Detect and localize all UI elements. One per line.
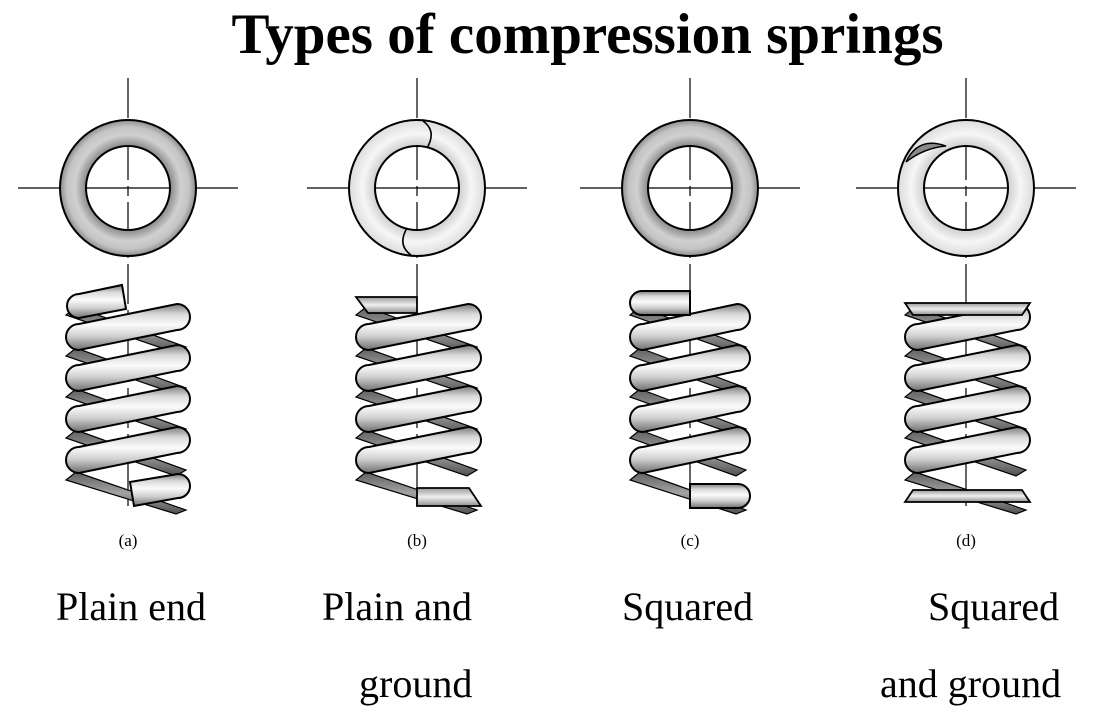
- spring-b-caption-line-1: Plain and: [322, 584, 472, 629]
- spring-d-coil-2: [904, 343, 1031, 393]
- spring-d-caption-line-2: and ground: [880, 661, 1062, 706]
- spring-b-coil-1: [355, 302, 482, 352]
- spring-b-bottom-end: [416, 487, 483, 507]
- spring-a-caption: Plain end: [56, 568, 206, 645]
- spring-d-end-ring: [896, 119, 1036, 257]
- page-title: Types of compression springs: [231, 3, 944, 66]
- spring-d-letter: (d): [956, 531, 976, 550]
- spring-b-ring-seam-bottom: [402, 227, 412, 256]
- spring-b-end-ring: [347, 119, 487, 257]
- spring-b-top-end: [354, 296, 418, 314]
- spring-a-end-ring: [58, 119, 198, 257]
- spring-d-coil-3: [904, 384, 1031, 434]
- spring-d: [856, 78, 1076, 515]
- spring-c-coil-3: [629, 384, 751, 434]
- spring-a-coil-3: [65, 384, 191, 434]
- spring-c-caption-line-1: Squared: [622, 584, 754, 629]
- spring-a-coil-4: [65, 425, 191, 475]
- spring-a: [18, 78, 238, 515]
- spring-a-caption-line-1: Plain end: [56, 584, 206, 629]
- spring-d-ring-seam: [905, 142, 947, 163]
- spring-d-caption: Squared and ground: [880, 568, 1061, 722]
- spring-b-coil-2: [355, 343, 482, 393]
- spring-c-coil-4: [629, 425, 751, 475]
- spring-d-coil-4: [904, 425, 1031, 475]
- spring-b-letter: (b): [407, 531, 427, 550]
- spring-d-top-end: [903, 302, 1032, 316]
- spring-a-coil-1: [65, 302, 191, 352]
- spring-d-caption-line-1: Squared: [928, 584, 1060, 629]
- spring-b-coil-4: [355, 425, 482, 475]
- spring-d-bottom-end: [903, 489, 1032, 503]
- spring-b-caption: Plain and ground: [322, 568, 472, 722]
- spring-c-letter: (c): [680, 531, 700, 550]
- spring-b-caption-line-2: ground: [359, 661, 473, 706]
- spring-c: [580, 78, 800, 515]
- spring-c-coil-2: [629, 343, 751, 393]
- spring-a-bottom-end: [128, 472, 191, 508]
- spring-b-ring-seam-top: [422, 120, 432, 149]
- spring-c-end-ring: [620, 119, 760, 257]
- spring-c-caption: Squared: [622, 568, 753, 645]
- spring-a-coil-2: [65, 343, 191, 393]
- spring-a-top-end: [66, 283, 128, 320]
- spring-c-top-end: [629, 290, 691, 316]
- spring-a-letter: (a): [118, 531, 138, 550]
- spring-b-coil-3: [355, 384, 482, 434]
- spring-c-bottom-end: [689, 483, 751, 509]
- spring-b: [307, 78, 527, 515]
- spring-c-coil-1: [629, 302, 751, 352]
